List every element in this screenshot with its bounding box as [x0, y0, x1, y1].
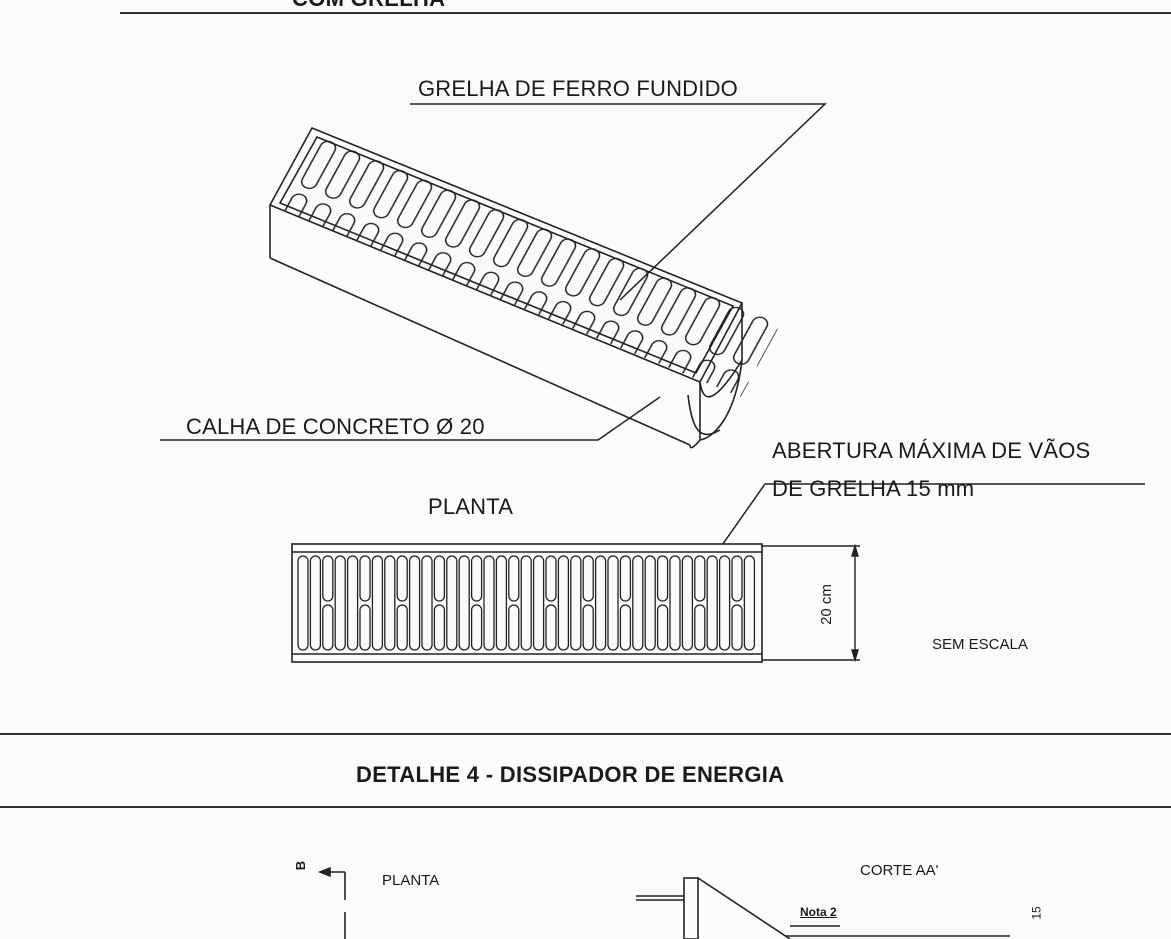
plan-slot: [520, 555, 532, 651]
plan-slot: [309, 555, 322, 651]
plan-slot: [532, 555, 545, 651]
plan-slot: [470, 555, 483, 602]
plan-slot: [656, 604, 669, 651]
plan-slot: [731, 555, 743, 602]
iso-channel-body: [269, 205, 743, 449]
plan-slot: [570, 555, 582, 651]
plan-slot: [607, 555, 619, 651]
plan-slot: [694, 555, 706, 602]
plan-slot: [644, 555, 656, 651]
plan-slot: [433, 555, 446, 602]
plan-slot: [594, 555, 607, 651]
plan-slot: [359, 604, 371, 651]
plan-slot: [545, 604, 557, 651]
plan-slot: [470, 604, 483, 651]
label-grelha: GRELHA DE FERRO FUNDIDO: [418, 76, 738, 101]
plan-slot: [297, 555, 309, 651]
plan-slot: [495, 555, 508, 651]
plan-slot: [582, 555, 594, 602]
plan-slot: [681, 555, 694, 651]
plan-slot: [731, 604, 743, 651]
plan-slot: [706, 555, 718, 651]
plan-slot: [557, 555, 570, 651]
plan-slot: [483, 555, 495, 651]
plan-slot: [384, 555, 396, 651]
plan-slot: [656, 555, 669, 602]
detail4-title: DETALHE 4 - DISSIPADOR DE ENERGIA: [356, 762, 785, 787]
detail4-corte: CORTE AA': [860, 862, 939, 879]
plan-slot: [334, 555, 346, 651]
plan-slot: [322, 604, 334, 651]
plan-slot: [396, 604, 408, 651]
section-marker: B: [293, 860, 309, 871]
plan-slot: [458, 555, 470, 651]
plan-slot: [446, 555, 458, 651]
plan-slot: [508, 604, 520, 651]
plan-slot: [632, 555, 644, 651]
plan-slot: [619, 604, 632, 651]
plan-slot: [346, 555, 359, 651]
dimension-line: [762, 543, 860, 663]
label-calha: CALHA DE CONCRETO Ø 20: [186, 414, 485, 439]
plan-slot: [545, 555, 557, 602]
divider-1: [0, 733, 1171, 735]
plan-slot: [619, 555, 632, 602]
top-heading-fragment: COM GRELHA: [292, 0, 445, 12]
label-planta: PLANTA: [428, 494, 514, 519]
divider-2: [0, 806, 1171, 808]
plan-slot: [743, 555, 756, 651]
label-abertura-1: ABERTURA MÁXIMA DE VÃOS: [772, 438, 1091, 463]
plan-slots: [297, 555, 756, 651]
plan-slot: [421, 555, 433, 651]
label-abertura-2: DE GRELHA 15 mm: [772, 476, 975, 501]
plan-slot: [694, 604, 706, 651]
top-divider: [120, 12, 1171, 14]
plan-slot: [433, 604, 446, 651]
plan-slot: [359, 555, 371, 602]
detail4-planta: PLANTA: [382, 872, 440, 889]
label-scale: SEM ESCALA: [932, 636, 1028, 653]
plan-slot: [322, 555, 334, 602]
plan-slot: [508, 555, 520, 602]
plan-slot: [396, 555, 408, 602]
plan-slot: [669, 555, 681, 651]
plan-slot: [582, 604, 594, 651]
plan-slot: [408, 555, 421, 651]
detail4-edge-number: 15: [1029, 906, 1044, 920]
plan-slot: [371, 555, 384, 651]
plan-slot: [718, 555, 731, 651]
detail4-nota: Nota 2: [800, 905, 837, 919]
